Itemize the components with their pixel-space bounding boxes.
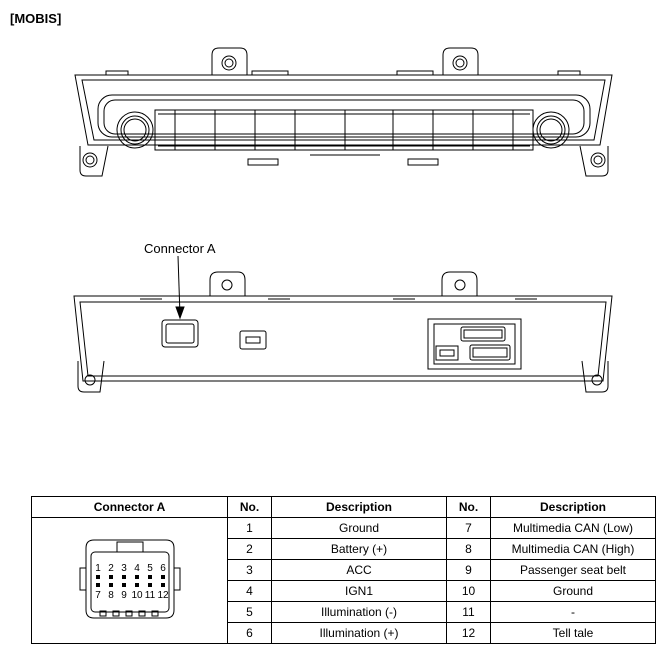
pin-label: 2 (108, 563, 114, 574)
header-description-right: Description (490, 496, 656, 518)
pin-number: 5 (227, 601, 272, 623)
pin-label: 12 (157, 590, 169, 601)
connector-a-callout-label: Connector A (144, 241, 216, 256)
pin-description: IGN1 (271, 580, 447, 602)
pin-number: 10 (446, 580, 491, 602)
pin-description: Ground (490, 580, 656, 602)
pin-description: ACC (271, 559, 447, 581)
pin-number: 2 (227, 538, 272, 560)
table-row: 4 IGN1 10 Ground (32, 580, 656, 602)
brand-label: [MOBIS] (10, 11, 62, 26)
pin-label: 8 (108, 590, 114, 601)
pin-number: 4 (227, 580, 272, 602)
pin-label: 1 (95, 563, 101, 574)
pin-label: 11 (144, 590, 155, 601)
header-no-left: No. (227, 496, 272, 518)
pin-description: Illumination (+) (271, 622, 447, 644)
pin-description: Multimedia CAN (High) (490, 538, 656, 560)
pin-description: Multimedia CAN (Low) (490, 517, 656, 539)
header-description-left: Description (271, 496, 447, 518)
connector-a-diagram-cell: 1 2 3 4 5 6 7 8 9 10 11 12 (31, 517, 228, 644)
pin-number: 6 (227, 622, 272, 644)
pin-number: 3 (227, 559, 272, 581)
rear-view-drawing (73, 271, 613, 393)
pin-description: Tell tale (490, 622, 656, 644)
pin-number: 8 (446, 538, 491, 560)
pin-description: Passenger seat belt (490, 559, 656, 581)
pin-number: 12 (446, 622, 491, 644)
pin-number: 7 (446, 517, 491, 539)
pin-label: 3 (121, 563, 127, 574)
table-row: 6 Illumination (+) 12 Tell tale (32, 622, 656, 644)
pin-label: 4 (134, 563, 140, 574)
pin-label: 10 (131, 590, 143, 601)
header-connector: Connector A (31, 496, 228, 518)
pin-description: Ground (271, 517, 447, 539)
table-row: 1 2 3 4 5 6 7 8 9 10 11 12 1 (31, 517, 656, 644)
pinout-table: Connector A No. Description No. Descript… (31, 496, 656, 644)
pin-label: 9 (121, 590, 127, 601)
pin-label: 5 (147, 563, 153, 574)
unit-drawings (73, 47, 613, 393)
pin-label: 7 (95, 590, 101, 601)
header-no-right: No. (446, 496, 491, 518)
connector-a-pinout-diagram: 1 2 3 4 5 6 7 8 9 10 11 12 (79, 539, 180, 618)
pin-description: Battery (+) (271, 538, 447, 560)
pin-description: Illumination (-) (271, 601, 447, 623)
connector-a-callout-arrow (175, 255, 185, 320)
front-view-drawing (74, 47, 613, 177)
table-row: 3 ACC 9 Passenger seat belt (32, 559, 656, 581)
pin-description: - (490, 601, 656, 623)
pin-label: 6 (160, 563, 166, 574)
pin-number: 1 (227, 517, 272, 539)
pin-number: 9 (446, 559, 491, 581)
pin-number: 11 (446, 601, 491, 623)
table-header-row: Connector A No. Description No. Descript… (31, 496, 656, 518)
